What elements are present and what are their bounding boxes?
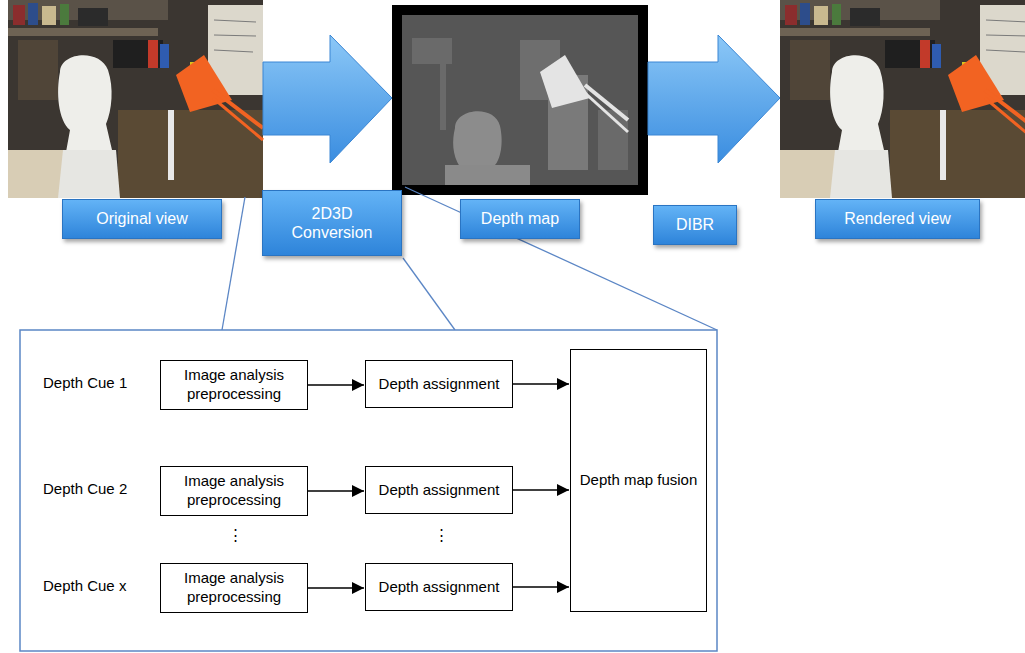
flow-connector bbox=[513, 383, 569, 385]
flow-arrow bbox=[648, 35, 780, 163]
view-label: Original view bbox=[62, 199, 222, 239]
zoom-panel bbox=[20, 330, 717, 651]
flow-connector bbox=[513, 586, 569, 588]
node-text: Depth assignment bbox=[379, 578, 500, 597]
process-box: Image analysis preprocessing bbox=[160, 466, 308, 516]
flow-connector bbox=[308, 587, 364, 589]
view-label: Depth map bbox=[460, 199, 580, 239]
node-text: Depth assignment bbox=[379, 481, 500, 500]
depth-map-image bbox=[392, 5, 648, 195]
node-text: 2D3D Conversion bbox=[271, 204, 393, 242]
ellipsis: ⋮ bbox=[228, 526, 243, 544]
original-photo bbox=[8, 0, 263, 198]
node-text: Depth map bbox=[481, 209, 559, 228]
flow-connector bbox=[513, 489, 569, 491]
ellipsis: ⋮ bbox=[434, 526, 449, 544]
node-text: Image analysis preprocessing bbox=[167, 366, 301, 404]
node-text: Depth assignment bbox=[379, 375, 500, 394]
node-text: Rendered view bbox=[844, 209, 951, 228]
node-text: Original view bbox=[96, 209, 188, 228]
cue-label: Depth Cue 1 bbox=[43, 374, 127, 391]
node-text: Depth map fusion bbox=[580, 471, 698, 490]
process-box: Depth assignment bbox=[365, 360, 513, 408]
node-text: Image analysis preprocessing bbox=[167, 472, 301, 510]
fusion-box: Depth map fusion bbox=[570, 349, 707, 612]
view-label: Rendered view bbox=[815, 199, 980, 239]
cue-label: Depth Cue 2 bbox=[43, 480, 127, 497]
zoom-line bbox=[403, 258, 455, 330]
process-box: Image analysis preprocessing bbox=[160, 360, 308, 410]
process-box: Image analysis preprocessing bbox=[160, 563, 308, 613]
node-text: Image analysis preprocessing bbox=[167, 569, 301, 607]
node-text: DIBR bbox=[676, 215, 714, 234]
step-label: 2D3D Conversion bbox=[262, 190, 402, 256]
process-box: Depth assignment bbox=[365, 563, 513, 611]
rendered-photo bbox=[780, 0, 1025, 198]
zoom-line bbox=[222, 197, 245, 330]
step-label: DIBR bbox=[653, 205, 737, 245]
flow-arrow bbox=[263, 35, 392, 163]
process-box: Depth assignment bbox=[365, 466, 513, 514]
cue-label: Depth Cue x bbox=[43, 577, 126, 594]
flow-connector bbox=[308, 384, 364, 386]
flow-connector bbox=[308, 490, 364, 492]
